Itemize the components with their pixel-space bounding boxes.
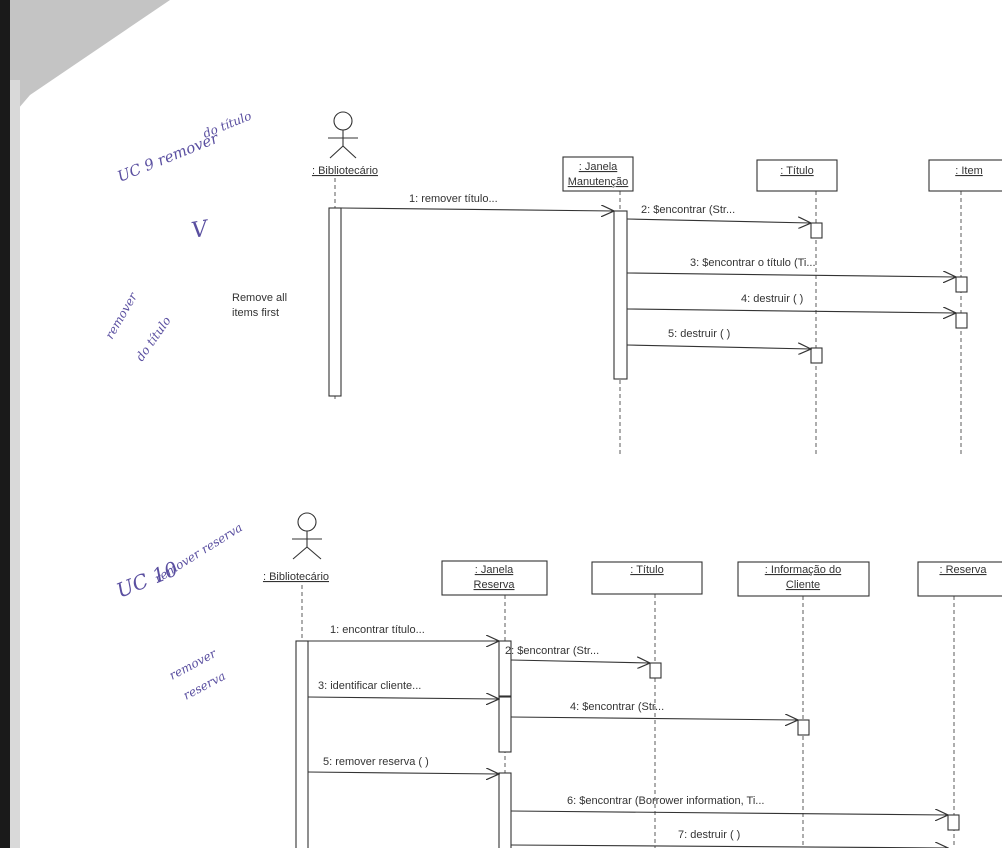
sequence-diagram-uc9: : Bibliotecário : Janela Manutenção : Tí… (232, 111, 1002, 455)
arrow-msg5 (307, 772, 499, 774)
arrow-msg5 (626, 345, 811, 349)
activation-actor-1 (328, 207, 342, 397)
page-shadow (0, 0, 170, 848)
box-janela-reserva (441, 560, 548, 596)
arrow-msg4 (626, 309, 956, 313)
box-janela-line2: Manutenção (568, 176, 629, 188)
box-titulo-label: : Título (630, 564, 663, 576)
arrow-msg6 (510, 811, 948, 815)
arrow-msg2 (626, 219, 811, 223)
handwritten-notes: UC 9 remover do título V remover do títu… (102, 109, 253, 703)
sequence-diagram-uc10: : Bibliotecário : Janela Reserva : Títul… (263, 512, 1002, 848)
message-label: 1: remover título... (409, 193, 498, 205)
activation-titulo-1b (810, 347, 823, 364)
box-cliente-line2: Cliente (786, 579, 820, 591)
actor-label: : Bibliotecário (312, 165, 378, 177)
message-label: 3: $encontrar o título (Ti... (690, 257, 816, 269)
activation-item-1a (955, 276, 968, 293)
message-label: 5: remover reserva ( ) (323, 756, 429, 768)
box-janela-line1: : Janela (579, 161, 618, 173)
handwritten-side1-line2: do título (133, 314, 174, 364)
actor-label: : Bibliotecário (263, 571, 329, 583)
activation-titulo-2 (649, 662, 662, 679)
box-janela-line1: : Janela (475, 564, 514, 576)
corner-shadow (0, 0, 170, 130)
message-label: 7: destruir ( ) (678, 829, 740, 841)
box-cliente-line1: : Informação do (765, 564, 841, 576)
actor-bibliotecario-1 (328, 111, 358, 159)
arrow-msg1 (340, 208, 614, 211)
message-label: 4: $encontrar (Str... (570, 701, 664, 713)
activation-actor-2 (295, 640, 309, 848)
handwritten-uc9-line2: do título (201, 109, 254, 141)
activation-janela-2c (498, 772, 512, 848)
box-janela-manutencao (562, 156, 634, 192)
note-line2: items first (232, 307, 279, 319)
handwritten-uc10-line2: remover reserva (152, 520, 245, 585)
arrow-msg3 (307, 697, 499, 699)
activation-cliente-2 (797, 719, 810, 736)
left-edge-gray (10, 80, 20, 848)
activation-janela-2a (498, 640, 512, 697)
left-edge-shadow (0, 0, 10, 848)
arrow-msg3 (626, 273, 956, 277)
activation-item-1b (955, 312, 968, 329)
box-item (928, 159, 1002, 192)
activation-titulo-1a (810, 222, 823, 239)
activation-janela-1 (613, 210, 628, 380)
box-janela-line2: Reserva (474, 579, 516, 591)
message-label: 5: destruir ( ) (668, 328, 730, 340)
handwritten-side1-line1: remover (102, 289, 140, 341)
arrow-msg4 (510, 717, 798, 720)
note-line1: Remove all (232, 292, 287, 304)
activation-reserva-2 (947, 814, 960, 831)
message-label: 1: encontrar título... (330, 624, 425, 636)
message-label: 2: $encontrar (Str... (641, 204, 735, 216)
box-titulo (591, 561, 703, 595)
arrow-msg2 (510, 660, 650, 663)
box-titulo-label: : Título (780, 165, 813, 177)
handwritten-check: V (190, 216, 212, 244)
box-reserva (917, 561, 1002, 597)
message-label: 2: $encontrar (Str... (505, 645, 599, 657)
box-informacao-cliente (737, 561, 870, 597)
message-label: 6: $encontrar (Borrower information, Ti.… (567, 795, 764, 807)
actor-bibliotecario-2 (292, 512, 322, 560)
activation-janela-2b (498, 696, 512, 753)
box-item-label: : Item (955, 165, 983, 177)
message-label: 3: identificar cliente... (318, 680, 421, 692)
message-label: 4: destruir ( ) (741, 293, 803, 305)
box-titulo (756, 159, 838, 192)
box-reserva-label: : Reserva (939, 564, 987, 576)
